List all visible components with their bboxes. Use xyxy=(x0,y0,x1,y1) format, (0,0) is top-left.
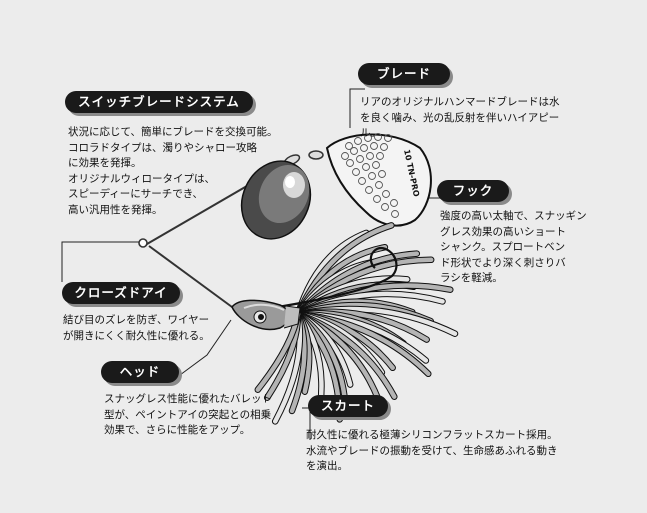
desc-skirt: 耐久性に優れる極薄シリコンフラットスカート採用。 水流やブレードの振動を受けて、… xyxy=(306,428,558,475)
hook xyxy=(271,246,398,310)
desc-switch-blade-system: 状況に応じて、簡単にブレードを交換可能。 コロラドタイプは、濁りやシャロー攻略 … xyxy=(68,125,277,218)
label-head: ヘッド xyxy=(101,361,179,383)
desc-line: を良く噛み、光の乱反射を伴いハイアピー xyxy=(360,111,560,124)
desc-line: ル。 xyxy=(360,127,381,139)
desc-hook: 強度の高い太軸で、スナッギン グレス効果の高いショート シャンク。スプロートベン… xyxy=(440,209,587,287)
desc-line: ラシを軽減。 xyxy=(440,272,503,284)
desc-line: スナッグレス性能に優れたバレット xyxy=(104,393,272,405)
desc-line: が開きにくく耐久性に優れる。 xyxy=(63,329,210,342)
label-closed-eye: クローズドアイ xyxy=(62,282,180,304)
leader-blade xyxy=(349,88,365,128)
paint-eye xyxy=(253,310,267,324)
desc-line: リアのオリジナルハンマードブレードは水 xyxy=(360,96,560,108)
label-hook: フック xyxy=(437,180,509,202)
desc-head: スナッグレス性能に優れたバレット 型が、ペイントアイの突起との相乗 効果で、さら… xyxy=(104,392,272,439)
desc-blade: リアのオリジナルハンマードブレードは水 を良く噛み、光の乱反射を伴いハイアピー … xyxy=(360,95,560,142)
desc-line: スピーディーにサーチでき、 xyxy=(68,188,204,200)
desc-line: 状況に応じて、簡単にブレードを交換可能。 xyxy=(68,126,278,138)
desc-line: シャンク。スプロートベン xyxy=(440,241,566,253)
leader-closed-eye xyxy=(61,241,147,282)
desc-line: グレス効果の高いショート xyxy=(440,225,566,238)
desc-line: コロラドタイプは、濁りやシャロー攻略 xyxy=(68,141,257,154)
desc-line: 強度の高い太軸で、スナッギン xyxy=(440,210,587,222)
desc-closed-eye: 結び目のズレを防ぎ、ワイヤー が開きにくく耐久性に優れる。 xyxy=(63,313,210,344)
label-switch-blade-system: スイッチブレードシステム xyxy=(65,91,253,113)
desc-line: 型が、ペイントアイの突起との相乗 xyxy=(104,408,272,421)
desc-line: オリジナルウィロータイプは、 xyxy=(68,172,215,185)
desc-line: 耐久性に優れる極薄シリコンフラットスカート採用。 xyxy=(306,429,558,441)
desc-line: 効果で、さらに性能をアップ。 xyxy=(104,424,251,436)
hammered-blade: 10 TN-PRO xyxy=(325,133,432,227)
label-skirt: スカート xyxy=(308,395,388,417)
desc-line: に効果を発揮。 xyxy=(68,157,142,169)
desc-line: を演出。 xyxy=(306,460,348,472)
desc-line: 水流やブレードの振動を受けて、生命感あふれる動き xyxy=(306,444,558,457)
label-blade: ブレード xyxy=(358,63,450,85)
leader-head xyxy=(179,319,232,376)
bullet-head xyxy=(231,299,301,331)
colorado-blade xyxy=(240,160,312,240)
desc-line: 高い汎用性を発揮。 xyxy=(68,203,163,216)
desc-line: 結び目のズレを防ぎ、ワイヤー xyxy=(63,314,210,326)
desc-line: ド形状でより深く刺さりバ xyxy=(440,256,566,269)
